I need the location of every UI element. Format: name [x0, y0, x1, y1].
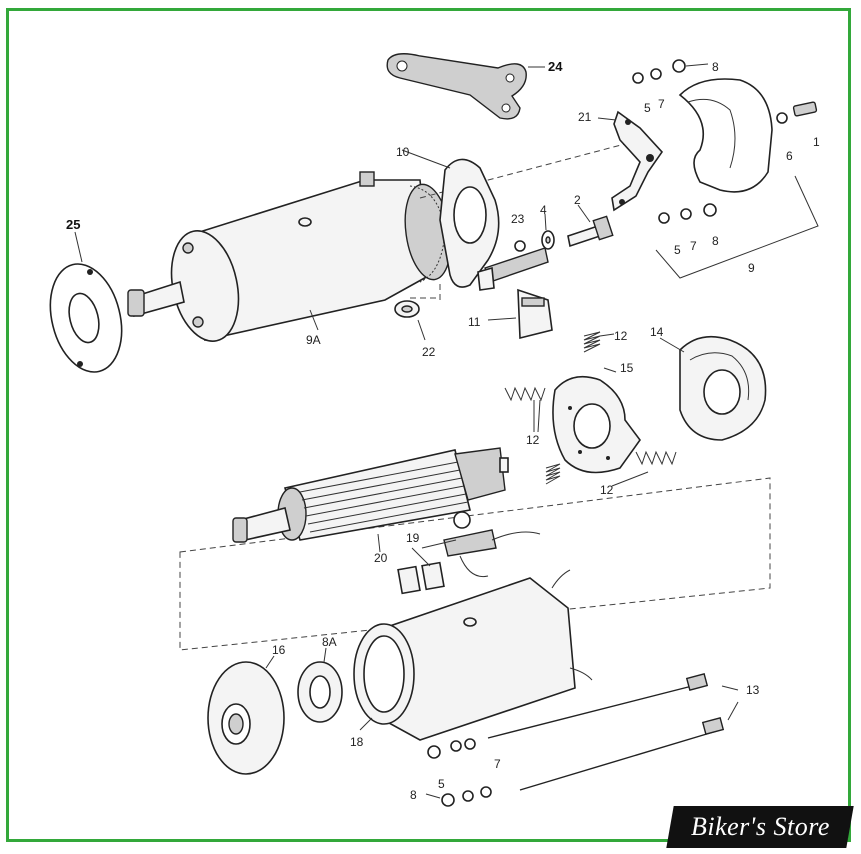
part-21-strap — [597, 110, 664, 212]
part-9-cover — [655, 78, 819, 279]
label-5-bottom: 5 — [438, 777, 445, 791]
part-18-field-frame — [353, 569, 593, 741]
label-5-mid: 5 — [674, 243, 681, 257]
part-25-gasket — [49, 231, 123, 373]
label-13: 13 — [746, 683, 760, 697]
label-21: 21 — [578, 110, 592, 124]
part-20-armature — [232, 447, 509, 553]
part-23-bracket — [477, 240, 549, 291]
part-12-springs — [504, 331, 677, 487]
label-6: 6 — [786, 149, 793, 163]
label-7-bottom: 7 — [494, 757, 501, 771]
part-22-washer — [394, 300, 426, 341]
label-25: 25 — [66, 217, 80, 232]
lower-fasteners — [425, 738, 492, 807]
label-10: 10 — [396, 145, 410, 159]
label-8-top: 8 — [712, 60, 719, 74]
part-16-end-cover — [207, 655, 285, 775]
label-9: 9 — [748, 261, 755, 275]
label-5-top: 5 — [644, 101, 651, 115]
part-10-end-plate — [401, 149, 500, 288]
upper-fasteners — [632, 59, 818, 224]
label-15: 15 — [620, 361, 634, 375]
label-14: 14 — [650, 325, 664, 339]
part-8a-bearing — [297, 647, 343, 723]
part-24-bracket — [386, 53, 545, 120]
label-23: 23 — [511, 212, 525, 226]
green-frame — [6, 8, 851, 842]
label-12-bottom: 12 — [600, 483, 614, 497]
part-13-through-bolts — [487, 673, 739, 791]
brand-name: Biker's Store — [690, 812, 830, 841]
part-14-drive-housing — [659, 335, 767, 441]
part-2-bolt — [567, 204, 614, 248]
label-7-mid: 7 — [690, 239, 697, 253]
label-24: 24 — [548, 59, 563, 74]
label-8-bottom: 8 — [410, 788, 417, 802]
part-9a-motor-housing — [127, 171, 452, 342]
part-19-brushes — [397, 511, 541, 595]
label-1: 1 — [813, 135, 820, 149]
label-4: 4 — [540, 203, 547, 217]
part-11-brush-holder — [487, 288, 553, 340]
label-9a: 9A — [306, 333, 321, 347]
label-2: 2 — [574, 193, 581, 207]
label-12-left: 12 — [526, 433, 540, 447]
label-12-top: 12 — [614, 329, 628, 343]
label-20: 20 — [374, 551, 388, 565]
label-16: 16 — [272, 643, 286, 657]
brand-badge: Biker's Store — [666, 806, 854, 848]
part-4-washer — [541, 213, 555, 250]
label-8-mid: 8 — [712, 234, 719, 248]
label-11: 11 — [468, 315, 481, 329]
label-18: 18 — [350, 735, 364, 749]
label-22: 22 — [422, 345, 436, 359]
label-19: 19 — [406, 531, 420, 545]
part-number-labels: 1 2 4 5 5 5 6 7 7 7 8 8 8 8A 9 9A 10 11 … — [66, 59, 820, 802]
part-15-brush-plate — [552, 367, 641, 474]
label-8a: 8A — [322, 635, 337, 649]
label-7-top: 7 — [658, 97, 665, 111]
